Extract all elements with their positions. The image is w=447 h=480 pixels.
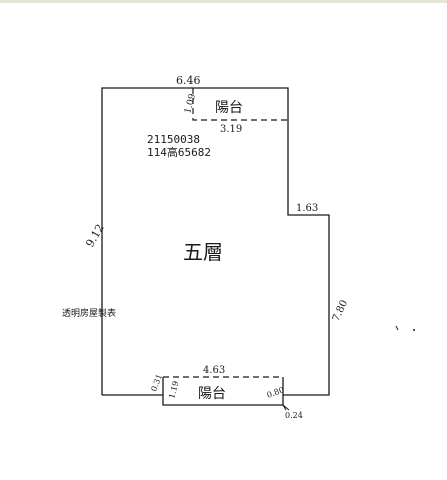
top-balcony-label: 陽台	[215, 100, 243, 116]
dim-right-height: 7.80	[331, 298, 350, 323]
dim-top-balcony-depth: 1.09	[183, 93, 198, 115]
dim-top-width: 6.46	[176, 74, 201, 87]
stray-dot	[413, 329, 415, 331]
note-text: 透明房屋製表	[62, 307, 116, 319]
building-outline	[101, 87, 330, 396]
dim-left-height: 9.12	[83, 222, 107, 250]
dim-step-width: 1.63	[296, 203, 318, 214]
dim-top-balcony-width: 3.19	[220, 124, 242, 135]
permit-number: 114高65682	[147, 145, 211, 159]
top-balcony-outline	[192, 88, 288, 121]
dim-bottom-balcony-left-depth: 1.19	[167, 380, 180, 400]
case-number: 21150038	[147, 133, 200, 146]
dim-bottom-balcony-right-offset: 0.24	[285, 411, 303, 420]
bottom-balcony-label: 陽台	[198, 386, 226, 402]
bottom-balcony-outline	[162, 377, 284, 406]
floor-label: 五層	[183, 240, 223, 264]
dim-bottom-balcony-left-offset: 0.31	[149, 373, 164, 393]
stray-mark	[395, 325, 399, 331]
top-band	[0, 0, 447, 3]
dim-bottom-balcony-width: 4.63	[203, 365, 225, 376]
offset-arrow	[282, 404, 290, 411]
